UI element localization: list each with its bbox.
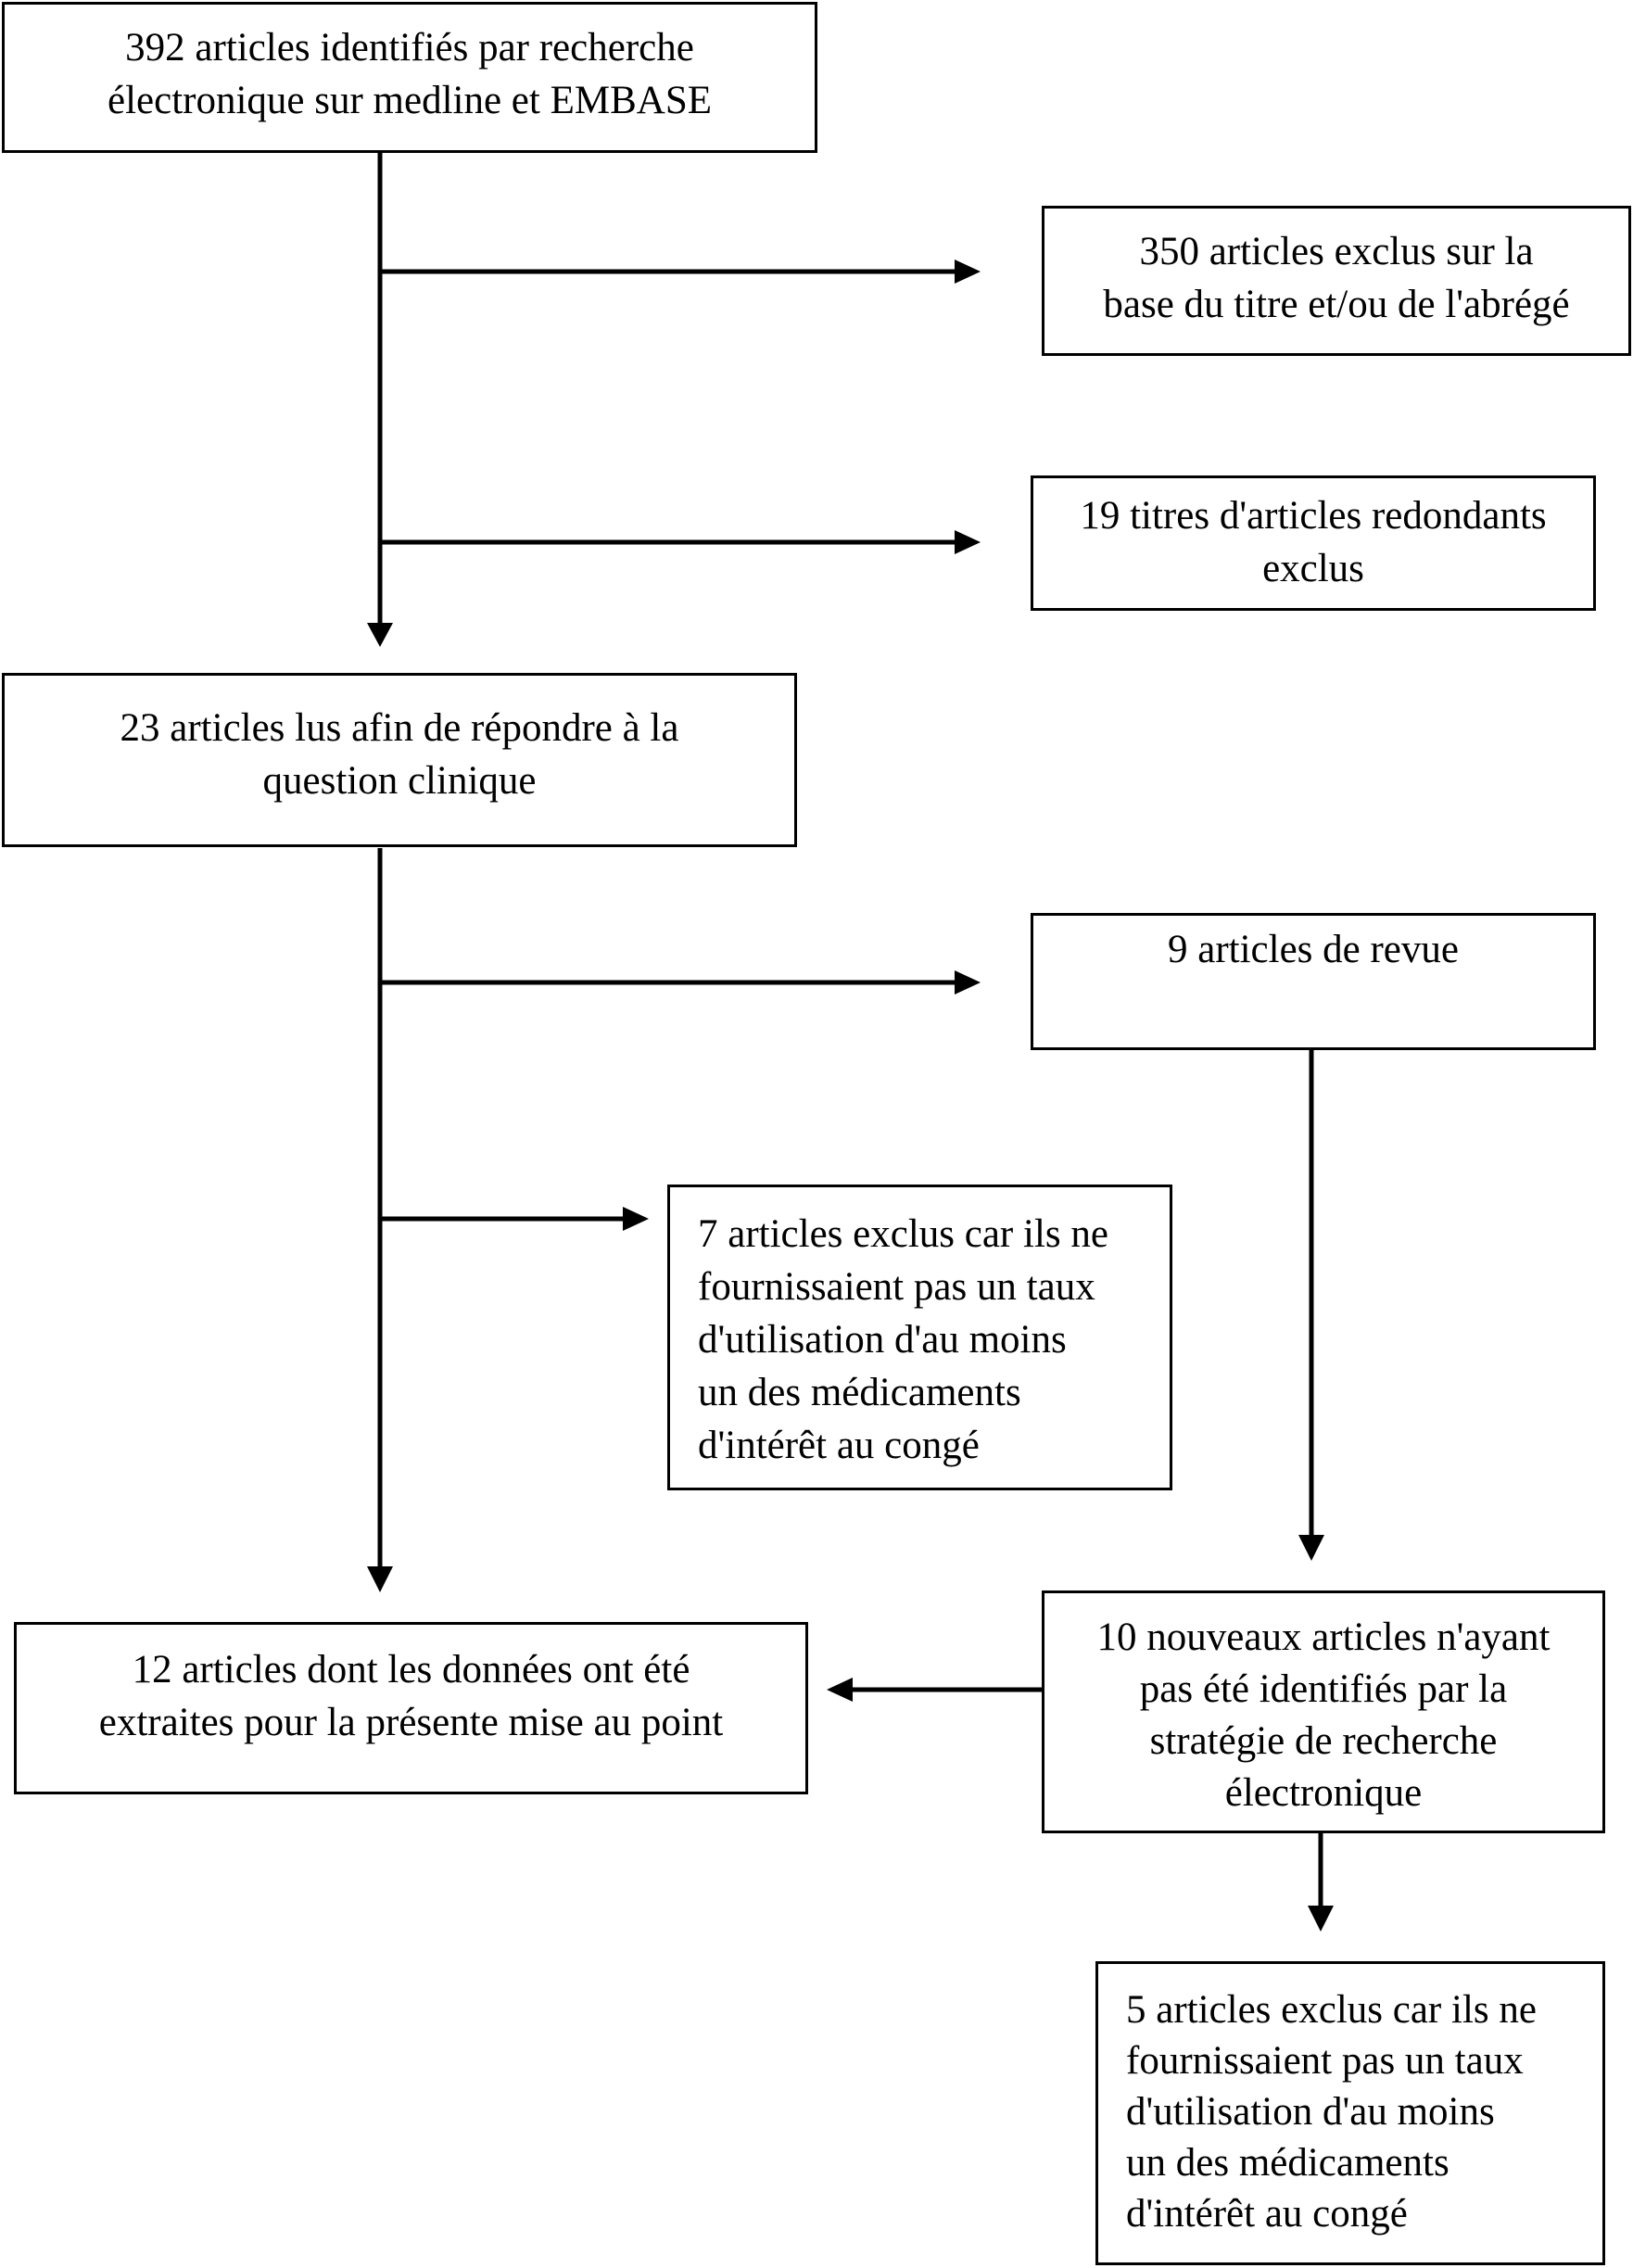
arrowhead-new-to-excluded [1308,1906,1334,1932]
box-excluded-redundant-line: exclus [1262,547,1364,590]
box-new-articles-line: stratégie de recherche [1149,1719,1498,1763]
box-extracted-line: extraites pour la présente mise au point [98,1701,724,1744]
box-review: 9 articles de revue [1031,913,1596,1050]
box-excluded-redundant-line: 19 titres d'articles redondants [1080,494,1547,538]
arrowhead-identified-to-read [367,623,393,647]
box-extracted: 12 articles dont les données ont été ext… [14,1622,808,1794]
arrowhead-review-to-new [1298,1535,1324,1561]
box-new-articles-line: pas été identifiés par la [1139,1667,1508,1711]
box-extracted-line: 12 articles dont les données ont été [132,1648,690,1691]
box-excluded-rate-2-line: d'intérêt au congé [1126,2192,1408,2236]
box-identified-line: 392 articles identifiés par recherche [125,26,694,70]
box-excluded-title-line: 350 articles exclus sur la [1139,230,1534,273]
box-new-articles: 10 nouveaux articles n'ayant pas été ide… [1042,1590,1605,1833]
box-excluded-rate-2-line: d'utilisation d'au moins [1126,2090,1495,2134]
box-review-line: 9 articles de revue [1168,928,1459,971]
box-excluded-rate-2-line: 5 articles exclus car ils ne [1126,1988,1537,2032]
box-excluded-rate-line: 7 articles exclus car ils ne [698,1212,1108,1256]
box-read-line: question clinique [262,759,537,803]
box-identified-line: électronique sur medline et EMBASE [107,79,712,122]
arrowhead-review [955,970,981,995]
box-identified: 392 articles identifiés par recherche él… [2,2,817,153]
box-new-articles-line: électronique [1224,1771,1423,1815]
box-excluded-rate-line: d'utilisation d'au moins [698,1318,1067,1362]
box-read-line: 23 articles lus afin de répondre à la [120,706,679,750]
box-excluded-rate-2-line: fournissaient pas un taux [1126,2039,1524,2083]
box-new-articles-line: 10 nouveaux articles n'ayant [1096,1615,1551,1659]
arrowhead-excluded-title [955,260,981,284]
arrowhead-new-to-extracted [827,1678,853,1702]
box-excluded-rate: 7 articles exclus car ils ne fournissaie… [667,1185,1172,1490]
box-excluded-rate-line: fournissaient pas un taux [698,1265,1095,1309]
box-excluded-rate-line: un des médicaments [698,1371,1021,1414]
box-excluded-redundant: 19 titres d'articles redondants exclus [1031,475,1596,611]
box-excluded-title: 350 articles exclus sur la base du titre… [1042,206,1631,356]
box-excluded-title-line: base du titre et/ou de l'abrégé [1103,283,1570,326]
arrowhead-read-to-extracted [367,1566,393,1592]
arrowhead-excluded-rate [623,1207,649,1231]
arrowhead-excluded-redundant [955,530,981,554]
box-read: 23 articles lus afin de répondre à la qu… [2,673,797,847]
box-excluded-rate-line: d'intérêt au congé [698,1424,980,1467]
box-excluded-rate-2: 5 articles exclus car ils ne fournissaie… [1095,1961,1605,2265]
box-excluded-rate-2-line: un des médicaments [1126,2141,1449,2185]
